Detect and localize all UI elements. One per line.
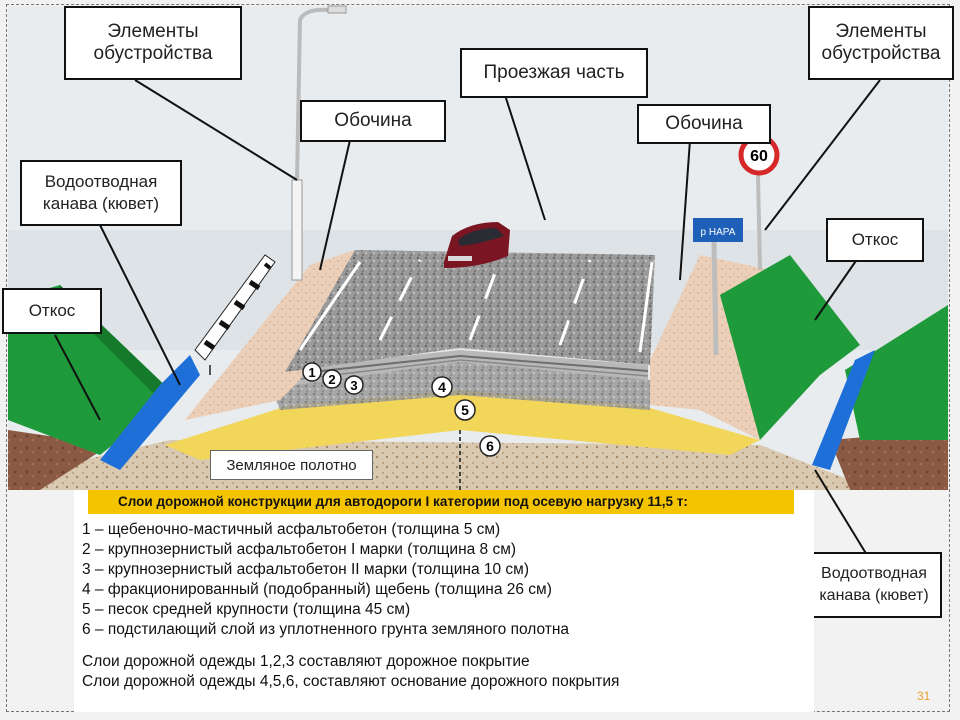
speed-limit-text: 60 [750,148,768,165]
lane-line-1 [378,259,422,341]
direction-sign-text: р НАРА [701,227,736,238]
callout-slope-right: Откос [826,218,924,262]
callout-shoulder-left: Обочина [300,100,446,142]
legend-list: 1 – щебеночно-мастичный асфальтобетон (т… [74,520,814,640]
callout-ditch-left-text: Водоотводная канава (кювет) [42,172,160,213]
lane-line-2 [558,259,592,346]
page-number: 31 [917,689,931,703]
layer-marker-5: 5 [461,402,469,418]
layer-marker-1: 1 [308,365,315,380]
layer-asphalt-stack [275,350,648,388]
legend-notes: Слои дорожной одежды 1,2,3 составляют до… [74,652,814,692]
callout-ditch-right: Водоотводная канава (кювет) [806,552,942,618]
sign-post-speed [756,174,762,271]
callout-shoulder-right: Обочина [637,104,771,144]
layers-legend: Слои дорожной конструкции для автодороги… [74,490,814,712]
callout-carriageway-text: Проезжая часть [483,62,625,83]
layer-line-2b [459,359,649,377]
legend-note-2: Слои дорожной одежды 4,5,6, составляют о… [82,673,620,690]
layer-marker-6: 6 [486,438,494,454]
legend-title: Слои дорожной конструкции для автодороги… [88,490,794,514]
callout-ditch-left: Водоотводная канава (кювет) [20,160,182,226]
callout-elements-right: Элементы обустройства [808,6,954,80]
callout-shoulder-right-text: Обочина [665,113,743,134]
legend-item-6: 6 – подстилающий слой из уплотненного гр… [82,621,570,638]
direction-sign-board [693,218,743,242]
legend-item-3: 3 – крупнозернистый асфальтобетон II мар… [82,561,529,578]
callout-elements-left-text: Элементы обустройства [93,21,213,64]
layer-marker-3: 3 [350,378,357,393]
edge-line-left [298,261,362,351]
layer-line-1b [459,355,649,372]
ditch-right-water [812,350,875,470]
layer-marker-2: 2 [328,372,335,387]
lane-line-3 [468,259,502,341]
guardrail-icon [194,254,276,375]
earth-right [830,430,948,490]
callout-elements-left: Элементы обустройства [64,6,242,80]
edge-line-right [638,261,654,353]
legend-item-5: 5 – песок средней крупности (толщина 45 … [82,601,411,618]
leader-lines [54,79,881,561]
subgrade-label: Земляное полотно [210,450,373,480]
callout-shoulder-left-text: Обочина [334,110,412,131]
legend-note-1: Слои дорожной одежды 1,2,3 составляют до… [82,653,530,670]
layer-sand [165,390,760,460]
callout-slope-left: Откос [2,288,102,334]
shoulder-left [185,250,355,420]
callout-elements-right-text: Элементы обустройства [821,21,941,64]
legend-item-2: 2 – крупнозернистый асфальтобетон I марк… [82,541,517,558]
callout-slope-right-text: Откос [851,230,899,249]
layer-markers: 1 2 3 4 5 6 [302,362,501,457]
slope-right-outer [845,305,948,440]
sign-post-direction [711,239,719,356]
ditch-left-water [100,355,200,470]
callout-ditch-right-text: Водоотводная канава (кювет) [819,565,929,604]
car-icon [444,222,510,268]
legend-item-4: 4 – фракционированный (подобранный) щебе… [82,581,552,598]
legend-item-1: 1 – щебеночно-мастичный асфальтобетон (т… [82,521,501,538]
slope-right [720,255,860,440]
callout-carriageway: Проезжая часть [460,48,648,98]
layer-marker-4: 4 [438,379,446,395]
callout-slope-left-text: Откос [28,301,76,320]
